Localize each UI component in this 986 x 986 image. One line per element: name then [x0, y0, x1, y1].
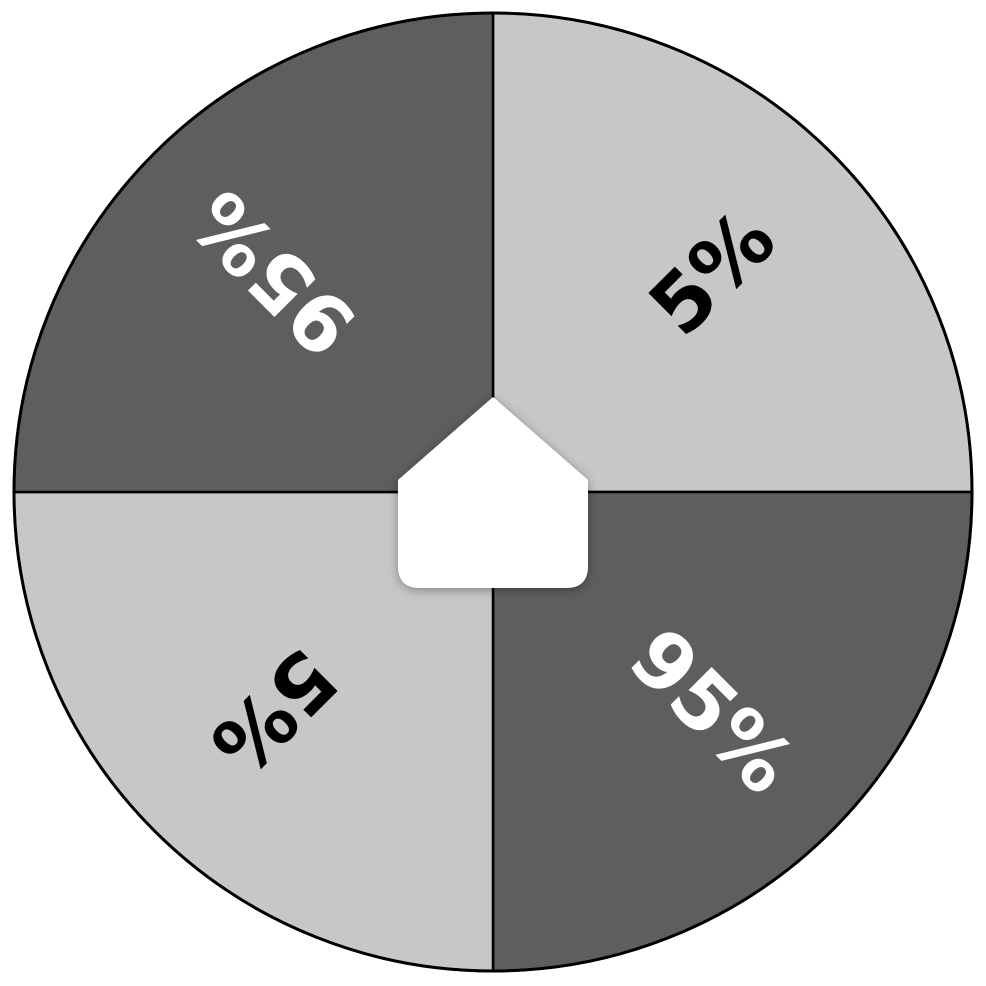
- pointer-arrow-icon[interactable]: [398, 397, 588, 588]
- wheel-rim: [12, 11, 974, 973]
- wheel-segments: [12, 11, 974, 973]
